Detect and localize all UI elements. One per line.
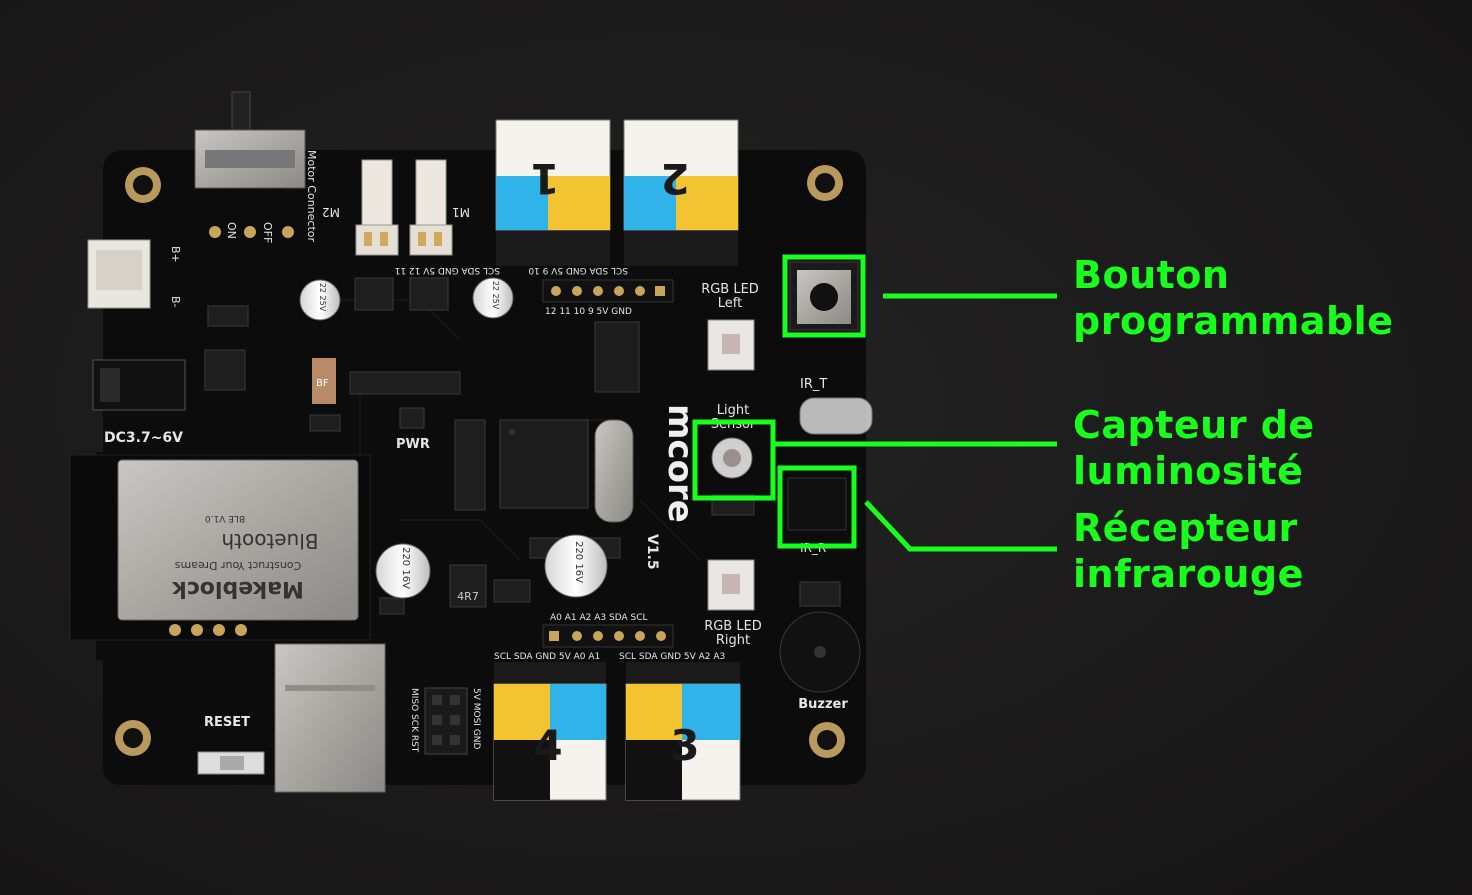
bt-brand: Makeblock [171,576,304,601]
callout-light-line1: Capteur de [1073,403,1315,447]
silk-port4-pins: SCL SDA GND 5V A0 A1 [494,652,600,662]
silk-digital-header: 12 11 10 9 5V GND [545,307,632,317]
reset-button-part [197,751,265,775]
highlights [692,254,1057,552]
buzzer-part [779,611,861,693]
silk-isp-right: 5V MOSI GND [471,688,481,750]
silk-off: OFF [261,222,274,243]
callout-ir: Récepteur infrarouge [1073,505,1304,597]
motor-connectors [355,159,453,256]
light-sensor-part [711,437,753,479]
silk-cap4: 22 25V [491,281,500,310]
small-components [204,277,841,615]
silk-pwr: PWR [396,437,430,452]
silk-bplus: B+ [169,246,182,263]
silk-reset: RESET [204,715,250,730]
silk-motor-connector: Motor Connector [305,150,318,242]
port-2-label: 2 [660,154,689,203]
silk-inductor: 4R7 [457,590,479,603]
port-4-label: 4 [533,721,562,770]
digital-header [542,279,674,303]
port-2: 2 [623,119,739,266]
crystal [594,419,634,523]
silk-isp-left: MISO SCK RST [409,688,419,753]
microcontroller [499,419,589,509]
silk-rgb-right-1: RGB LED [704,619,762,634]
silk-buzzer: Buzzer [798,697,848,712]
callout-ir-line1: Récepteur [1073,506,1298,550]
port-1: 1 [495,119,611,266]
silk-rgb-left-1: RGB LED [701,282,759,297]
ir-emitter [799,397,873,435]
silk-m1: M1 [452,205,470,219]
silk-cap1: 220 16V [400,547,411,589]
silk-rgb-right-2: Right [716,633,750,648]
silk-analog-header: A0 A1 A2 A3 SDA SCL [550,613,648,623]
port-4: 4 [493,662,607,801]
silk-port1-pins: SCL SDA GND 5V 12 11 [395,265,500,275]
port-1-label: 1 [530,154,559,203]
bluetooth-module [69,454,371,641]
callout-button-line2: programmable [1073,299,1394,343]
callout-ir-line2: infrarouge [1073,552,1304,596]
silk-version: V1.5 [644,534,660,570]
silk-bminus: B- [169,296,182,308]
bt-tagline: Construct Your Dreams [175,559,302,572]
isp-header [424,687,468,755]
bf-component [312,358,336,404]
highlight-ir-box [777,465,857,549]
callout-light-line2: luminosité [1073,449,1304,493]
battery-connector [87,239,151,309]
silk-rgb-left-2: Left [718,296,742,311]
rgb-leds [707,319,755,611]
silk-on: ON [225,222,238,239]
bt-version: BLE V1.0 [205,513,245,523]
silk-cap3: 22 25V [318,283,327,312]
capacitors [299,277,608,599]
callout-button: Bouton programmable [1073,252,1393,344]
ir-receiver-part [787,477,847,531]
programmable-button-part [789,261,859,331]
callout-button-line1: Bouton [1073,253,1230,297]
usb-connector [274,643,386,793]
silk-cap2: 220 16V [573,541,584,583]
silk-ir-t: IR_T [800,377,827,392]
bt-word: Bluetooth [221,529,318,553]
analog-header [542,624,674,648]
bt-print: Makeblock Construct Your Dreams Bluetoot… [171,513,319,601]
silk-port2-pins: SCL SDA GND 5V 9 10 [528,265,628,275]
dc-jack [92,359,186,411]
highlight-light-box [692,419,776,501]
port-3-label: 3 [670,721,699,770]
silk-m2: M2 [322,205,340,219]
callout-light: Capteur de luminosité [1073,402,1315,494]
leader-line-ir [864,500,1057,552]
driver-chip [594,321,640,393]
silk-port3-pins: SCL SDA GND 5V A2 A3 [619,652,725,662]
power-switch [194,91,306,238]
highlight-button-box [782,254,866,338]
silk-dc: DC3.7~6V [104,430,183,446]
silk-light-1: Light [717,403,749,418]
silk-bf: BF [316,378,329,389]
mounting-holes [115,165,845,758]
port-3: 3 [625,662,741,801]
